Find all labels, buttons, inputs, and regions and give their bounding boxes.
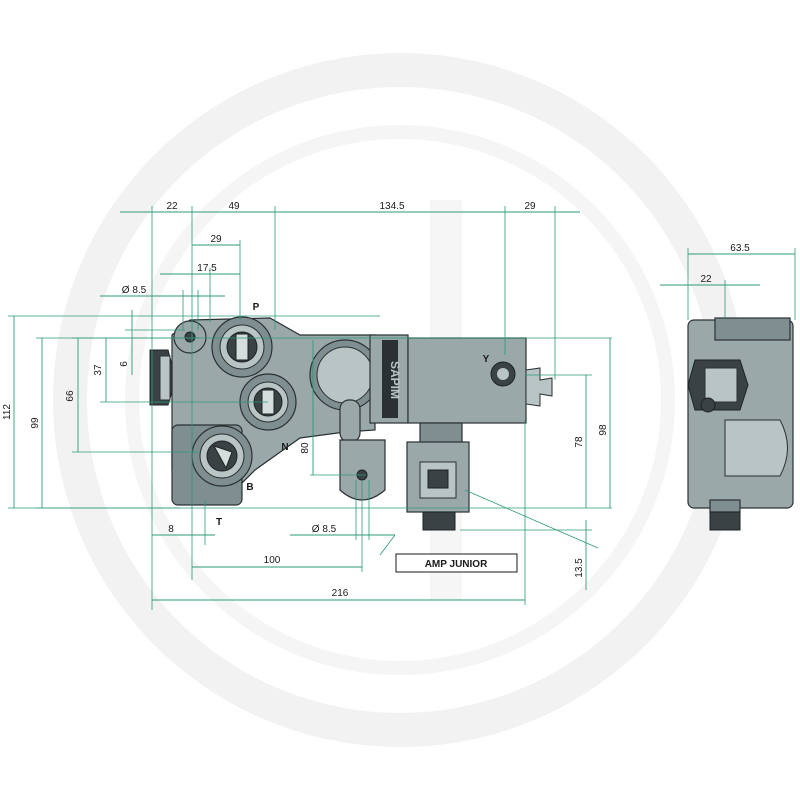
port-label-b: B (246, 482, 253, 493)
svg-text:SAPIM: SAPIM (388, 361, 402, 399)
port-p (211, 316, 273, 378)
valve-front-view: SAPIM (149, 316, 553, 531)
port-b (191, 425, 253, 487)
dim-134-5: 134.5 (379, 201, 404, 212)
dimension-lines (8, 206, 796, 610)
dim-100: 100 (264, 555, 281, 566)
dim-dia-8-5-top: Ø 8.5 (122, 285, 147, 296)
sapim-logo: SAPIM (382, 340, 402, 418)
dim-6: 6 (119, 361, 130, 367)
dim-8: 8 (168, 524, 174, 535)
dim-66: 66 (65, 390, 76, 402)
spool-tube (339, 399, 361, 443)
dim-216: 216 (332, 588, 349, 599)
dim-29: 29 (210, 234, 222, 245)
dim-78: 78 (574, 436, 585, 448)
connector-nut (422, 511, 456, 531)
port-label-n: N (281, 442, 288, 453)
dim-22: 22 (166, 201, 178, 212)
right-nipple (525, 367, 553, 407)
dim-29-top: 29 (524, 201, 536, 212)
dim-112: 112 (2, 404, 13, 420)
port-label-p: P (253, 302, 260, 313)
dim-13-5: 13.5 (574, 558, 585, 578)
dim-63-5: 63.5 (730, 243, 750, 254)
valve-side-view (687, 317, 794, 531)
dim-dia-8-5-bottom: Ø 8.5 (312, 524, 337, 535)
dim-80: 80 (300, 442, 311, 454)
connector-neck (419, 422, 463, 444)
dim-37: 37 (93, 364, 104, 376)
amp-junior-callout: AMP JUNIOR (395, 553, 518, 573)
port-labels: P N B T Y (216, 302, 490, 528)
dim-98: 98 (598, 424, 609, 436)
dim-22-side: 22 (700, 274, 712, 285)
dimension-labels: 22 49 134.5 29 29 17.5 Ø 8.5 112 99 66 3… (2, 201, 750, 599)
dim-17-5: 17.5 (197, 263, 217, 274)
dim-49: 49 (228, 201, 240, 212)
port-label-y: Y (483, 354, 490, 365)
port-label-t: T (216, 517, 222, 528)
dim-99: 99 (30, 417, 41, 429)
mounting-hole (184, 331, 196, 343)
connector-label: AMP JUNIOR (425, 559, 488, 570)
